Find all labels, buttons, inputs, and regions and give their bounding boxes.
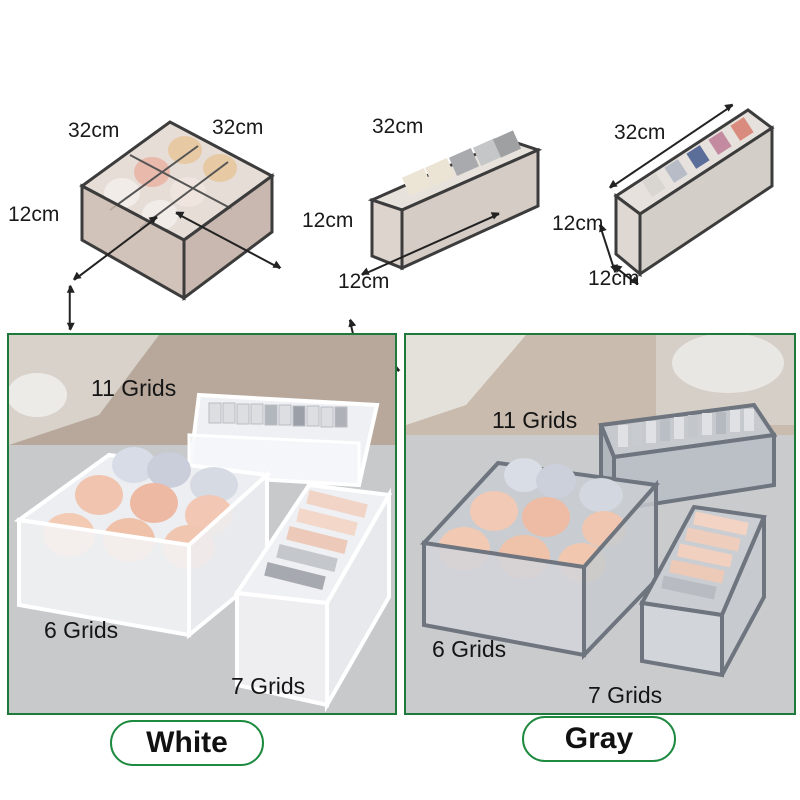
- color-option-white[interactable]: White: [110, 720, 264, 766]
- dimension-label-height: 12cm: [8, 203, 60, 226]
- color-option-gray[interactable]: Gray: [522, 716, 676, 762]
- dimension-label-width: 32cm: [212, 116, 264, 139]
- dimension-line-height: [69, 285, 71, 330]
- white-organizer-scene: [9, 335, 395, 713]
- white-label-6-grids: 6 Grids: [44, 617, 119, 643]
- dimension-panel-6-grid: 32cm 32cm 12cm: [0, 95, 300, 330]
- gray-label-7-grids: 7 Grids: [588, 682, 663, 708]
- dimension-label-height: 12cm: [552, 212, 604, 235]
- dimension-label-length: 32cm: [372, 115, 424, 138]
- dimension-label-width: 12cm: [588, 267, 640, 290]
- photo-gray-organizers: 11 Grids 6 Grids 7 Grids: [404, 333, 796, 715]
- dimension-label-height: 12cm: [302, 209, 354, 232]
- dimension-panel-11-grid: 32cm 12cm 12cm: [550, 95, 800, 315]
- dimension-label-width: 12cm: [338, 270, 390, 293]
- gray-label-6-grids: 6 Grids: [432, 636, 507, 662]
- dimension-label-length: 32cm: [68, 119, 120, 142]
- photo-white-organizers: 11 Grids 6 Grids 7 Grids: [7, 333, 397, 715]
- white-label-7-grids: 7 Grids: [231, 673, 306, 699]
- gray-label-11-grids: 11 Grids: [492, 407, 578, 433]
- white-label-11-grids: 11 Grids: [91, 375, 177, 401]
- dimension-panel-7-grid: 32cm 12cm 12cm: [300, 95, 560, 372]
- organizer-11-grid-illustration: [613, 108, 775, 278]
- organizer-6-grid-illustration: [79, 120, 275, 301]
- organizer-7-grid-illustration: [367, 130, 543, 271]
- dimension-label-length: 32cm: [614, 121, 666, 144]
- gray-organizer-scene: [406, 335, 794, 713]
